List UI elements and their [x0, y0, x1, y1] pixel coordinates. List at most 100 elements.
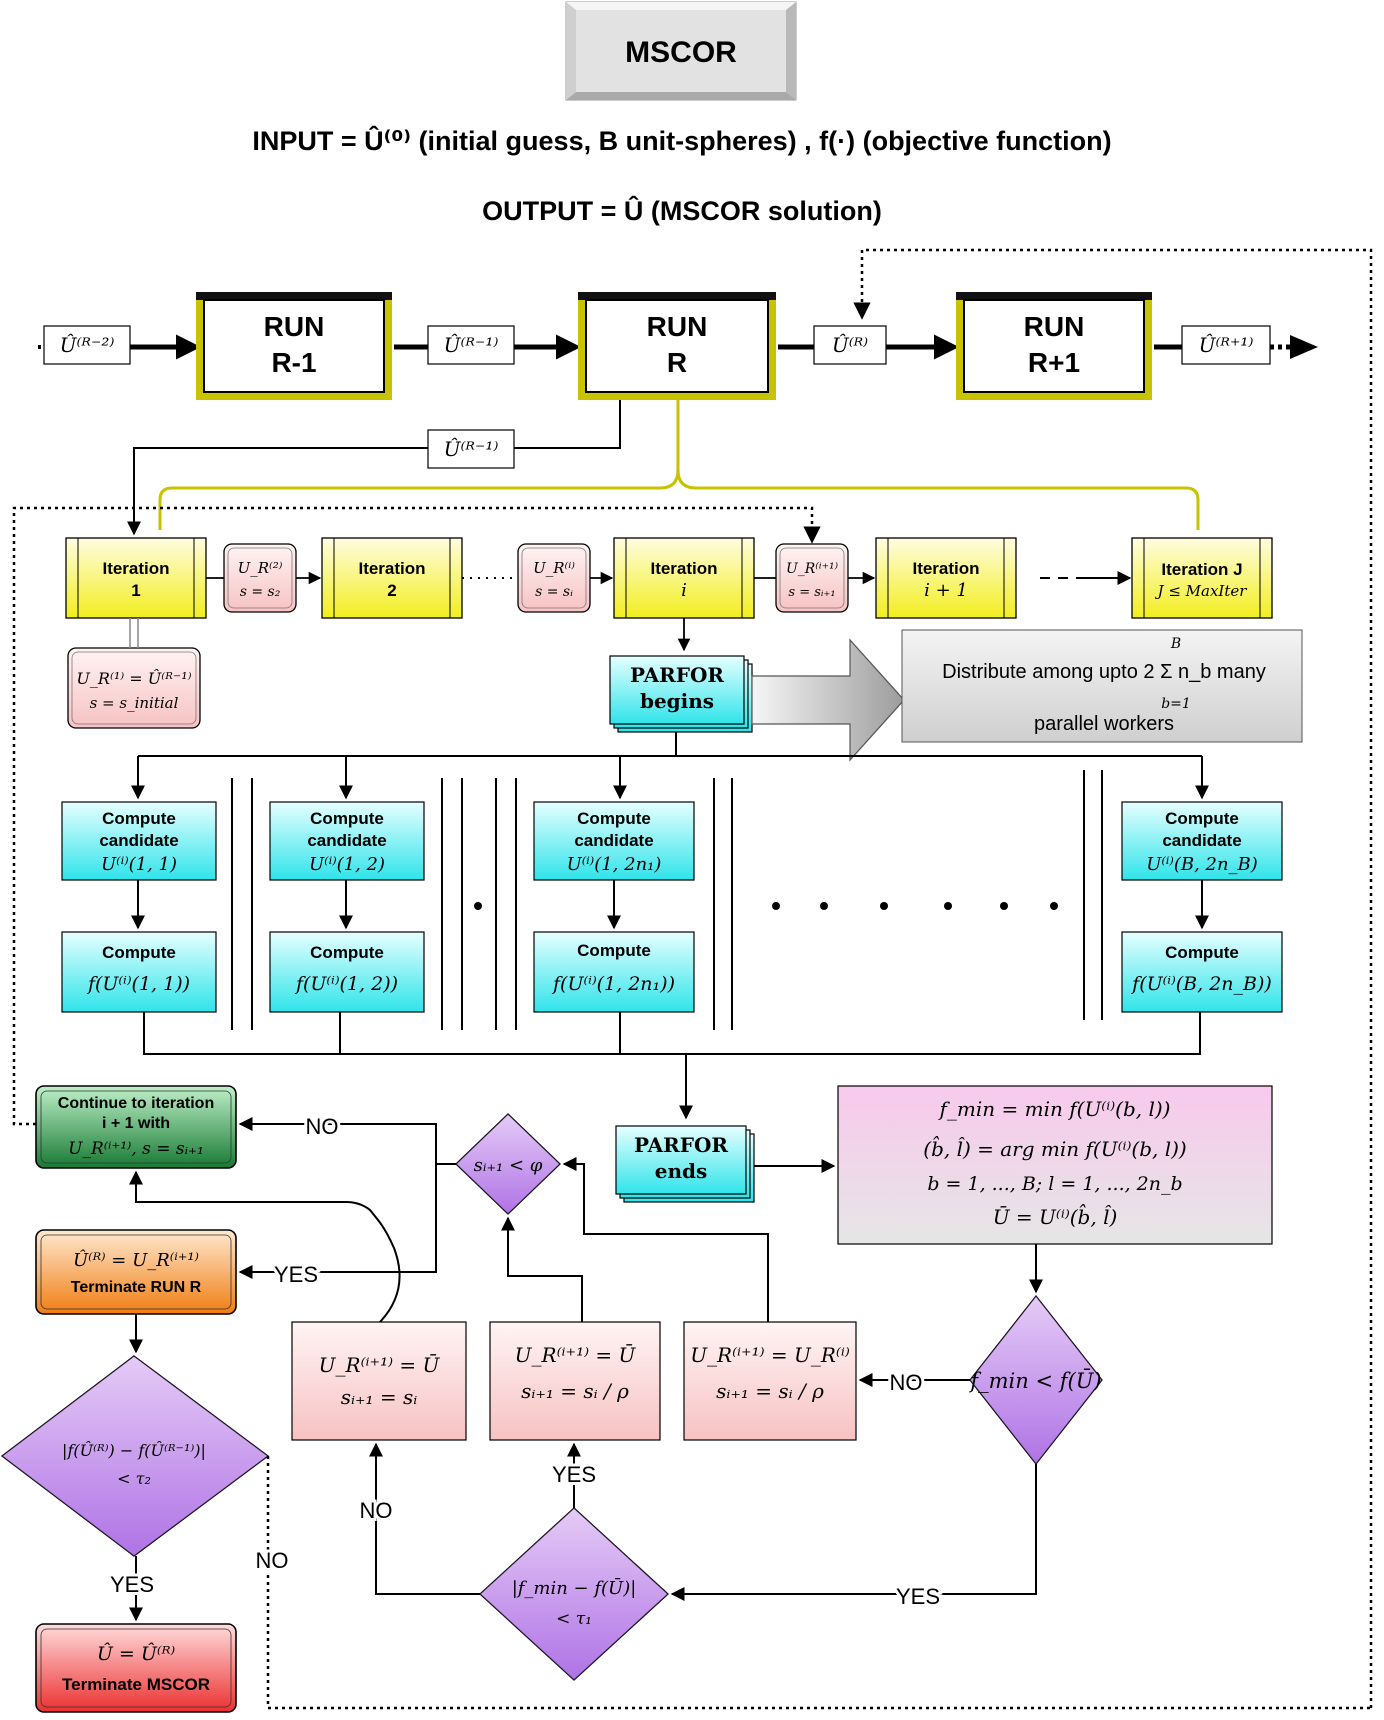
- continue-line1: Continue to iteration: [58, 1095, 214, 1112]
- terminate-run-terminal: Û⁽ᴿ⁾ = U_R⁽ⁱ⁺¹⁾ Terminate RUN R: [35, 1229, 237, 1315]
- state-initial-s: s = s_initial: [90, 694, 179, 712]
- parallel-separators: [231, 770, 1103, 1030]
- iteration-i-plus-1-label: Iteration: [912, 559, 979, 578]
- edge-tol1-no: [369, 1442, 480, 1595]
- tag-u-r-text: Û⁽ᴿ⁾: [832, 332, 868, 357]
- cc3-l1: Compute: [577, 809, 651, 828]
- cf1-l2: f(U⁽ⁱ⁾(1, 1)): [86, 973, 190, 995]
- cf4-l1: Compute: [1165, 943, 1239, 962]
- result-argmin: (b̂, l̂) = arg min f(U⁽ⁱ⁾(b, l)): [923, 1135, 1186, 1161]
- dotted-loop-left: [12, 506, 821, 1126]
- label-sphi-yes: YES: [274, 1262, 318, 1287]
- compute-candidate-1-1: Compute candidate U⁽ⁱ⁾(1, 1): [61, 801, 217, 881]
- iteration-2-number: 2: [387, 581, 396, 600]
- cc2-l3: U⁽ⁱ⁾(1, 2): [309, 854, 385, 875]
- state-si: U_R⁽ⁱ⁾ s = sᵢ: [517, 543, 591, 613]
- cc1-l3: U⁽ⁱ⁾(1, 1): [101, 854, 177, 875]
- title-text: MSCOR: [625, 36, 737, 69]
- distribute-note: Distribute among upto 2 Σ n_b many B b=1…: [901, 629, 1303, 743]
- update2-line1: U_R⁽ⁱ⁺¹⁾ = Ū: [515, 1343, 637, 1367]
- tag-u-r: Û⁽ᴿ⁾: [813, 325, 887, 365]
- distribute-arrow-shape: [751, 638, 905, 762]
- result-fmin: f_min = min f(U⁽ⁱ⁾(b, l)): [938, 1097, 1171, 1121]
- state-s2-s: s = s₂: [240, 584, 281, 600]
- term-run-line2: Terminate RUN R: [71, 1279, 202, 1296]
- label-fmin-yes: YES: [896, 1584, 940, 1609]
- parfor-ends-line1: PARFOR: [634, 1133, 728, 1157]
- continue-terminal: Continue to iteration i + 1 with U_R⁽ⁱ⁺¹…: [35, 1085, 237, 1169]
- cf2-l2: f(U⁽ⁱ⁾(1, 2)): [294, 973, 398, 995]
- cf3-l1: Compute: [577, 941, 651, 960]
- edge-update2-sphi: [501, 1216, 583, 1322]
- title-block: MSCOR: [565, 1, 797, 101]
- distribute-sum-bottom: b=1: [1161, 696, 1191, 712]
- iteration-i-number: i: [681, 580, 687, 601]
- tag-back-text: Û⁽ᴿ⁻¹⁾: [444, 436, 499, 461]
- state-sip1-s: s = sᵢ₊₁: [788, 585, 835, 600]
- run-cur-line2: R: [667, 347, 687, 378]
- label-fmin-no: NO: [890, 1370, 923, 1395]
- state-initial-u: U_R⁽¹⁾ = Û⁽ᴿ⁻¹⁾: [76, 668, 191, 688]
- parfor-begins-line2: begins: [640, 689, 714, 713]
- continue-line2: i + 1 with: [102, 1115, 170, 1132]
- distribute-line1: Distribute among upto 2 Σ n_b many: [942, 661, 1266, 683]
- tag-u-r-plus-1: Û⁽ᴿ⁺¹⁾: [1181, 325, 1271, 365]
- cc2-l2: candidate: [307, 831, 386, 850]
- tag-u-r-minus-2: Û⁽ᴿ⁻²⁾: [43, 325, 131, 365]
- run-prev-line2: R-1: [271, 347, 316, 378]
- iteration-i-plus-1-box: Iteration i + 1: [875, 537, 1017, 619]
- state-s2: U_R⁽²⁾ s = s₂: [223, 543, 297, 613]
- olive-brace: [158, 400, 1200, 530]
- decision-s-lt-phi: sᵢ₊₁ < φ: [455, 1113, 561, 1215]
- run-next-line2: R+1: [1028, 347, 1080, 378]
- decision-fmin-lt-fubar: f_min < f(Ū): [968, 1294, 1103, 1466]
- decision-tol2: |f(Û⁽ᴿ⁾) − f(Û⁽ᴿ⁻¹⁾)| < τ₂: [0, 1355, 270, 1557]
- cc1-l1: Compute: [102, 809, 176, 828]
- run-edge-out-arrowhead: [1290, 335, 1318, 359]
- tag-u-r-minus-1-text: Û⁽ᴿ⁻¹⁾: [444, 332, 499, 357]
- edge-update1-continue: [129, 1170, 401, 1323]
- parfor-begins-line1: PARFOR: [630, 663, 724, 687]
- distribute-sum-top: B: [1170, 636, 1181, 652]
- compute-f-b-2nb: Compute f(U⁽ⁱ⁾(B, 2n_B)): [1121, 931, 1283, 1013]
- tag-u-r-minus-1: Û⁽ᴿ⁻¹⁾: [427, 325, 515, 365]
- update3-line2: sᵢ₊₁ = sᵢ / ρ: [716, 1379, 824, 1403]
- run-prev-line1: RUN: [264, 311, 325, 342]
- result-ubar: Ū = U⁽ⁱ⁾(b̂, l̂): [993, 1203, 1118, 1229]
- update3-line1: U_R⁽ⁱ⁺¹⁾ = U_R⁽ⁱ⁾: [690, 1343, 850, 1367]
- parfor-ends-line2: ends: [655, 1159, 708, 1183]
- term-mscor-line1: Û = Û⁽ᴿ⁾: [97, 1642, 176, 1665]
- cf4-l2: f(U⁽ⁱ⁾(B, 2n_B)): [1130, 973, 1272, 995]
- iteration-i-plus-1-number: i + 1: [924, 580, 968, 601]
- state-s2-u: U_R⁽²⁾: [238, 559, 283, 577]
- cc3-l3: U⁽ⁱ⁾(1, 2n₁): [567, 854, 662, 875]
- state-si-u: U_R⁽ⁱ⁾: [533, 559, 575, 577]
- cf2-l1: Compute: [310, 943, 384, 962]
- update2-line2: sᵢ₊₁ = sᵢ / ρ: [521, 1379, 629, 1403]
- iteration-2-box: Iteration 2: [321, 537, 463, 619]
- cc2-l1: Compute: [310, 809, 384, 828]
- state-sip1-u: U_R⁽ⁱ⁺¹⁾: [786, 561, 839, 577]
- tag-u-r-minus-1-back: Û⁽ᴿ⁻¹⁾: [427, 429, 515, 469]
- update1-line1: U_R⁽ⁱ⁺¹⁾ = Ū: [319, 1353, 441, 1377]
- cc4-l1: Compute: [1165, 809, 1239, 828]
- update-box-3: U_R⁽ⁱ⁺¹⁾ = U_R⁽ⁱ⁾ sᵢ₊₁ = sᵢ / ρ: [683, 1321, 857, 1441]
- ellipsis-dots: [474, 902, 1058, 910]
- cf1-l1: Compute: [102, 943, 176, 962]
- edge-update3-sphi: [562, 1157, 769, 1322]
- compute-candidate-1-2: Compute candidate U⁽ⁱ⁾(1, 2): [269, 801, 425, 881]
- distribute-line2: parallel workers: [1034, 713, 1174, 735]
- label-sphi-no: NO: [306, 1114, 339, 1139]
- label-tol2-yes: YES: [110, 1572, 154, 1597]
- parfor-begins-box: PARFOR begins: [609, 655, 753, 733]
- edge-tol2-no-dotted: [266, 1456, 1371, 1710]
- decision-fmin-text: f_min < f(Ū): [968, 1368, 1101, 1393]
- tag-u-r-minus-2-text: Û⁽ᴿ⁻²⁾: [60, 332, 115, 357]
- update-box-1: U_R⁽ⁱ⁺¹⁾ = Ū sᵢ₊₁ = sᵢ: [291, 1321, 467, 1441]
- dotted-feedback-top: [853, 248, 1373, 1708]
- term-run-line1: Û⁽ᴿ⁾ = U_R⁽ⁱ⁺¹⁾: [73, 1248, 199, 1271]
- cc4-l2: candidate: [1162, 831, 1241, 850]
- edge-gather-bus: [143, 1012, 1201, 1055]
- compute-f-1-2n1: Compute f(U⁽ⁱ⁾(1, 2n₁)): [533, 931, 695, 1013]
